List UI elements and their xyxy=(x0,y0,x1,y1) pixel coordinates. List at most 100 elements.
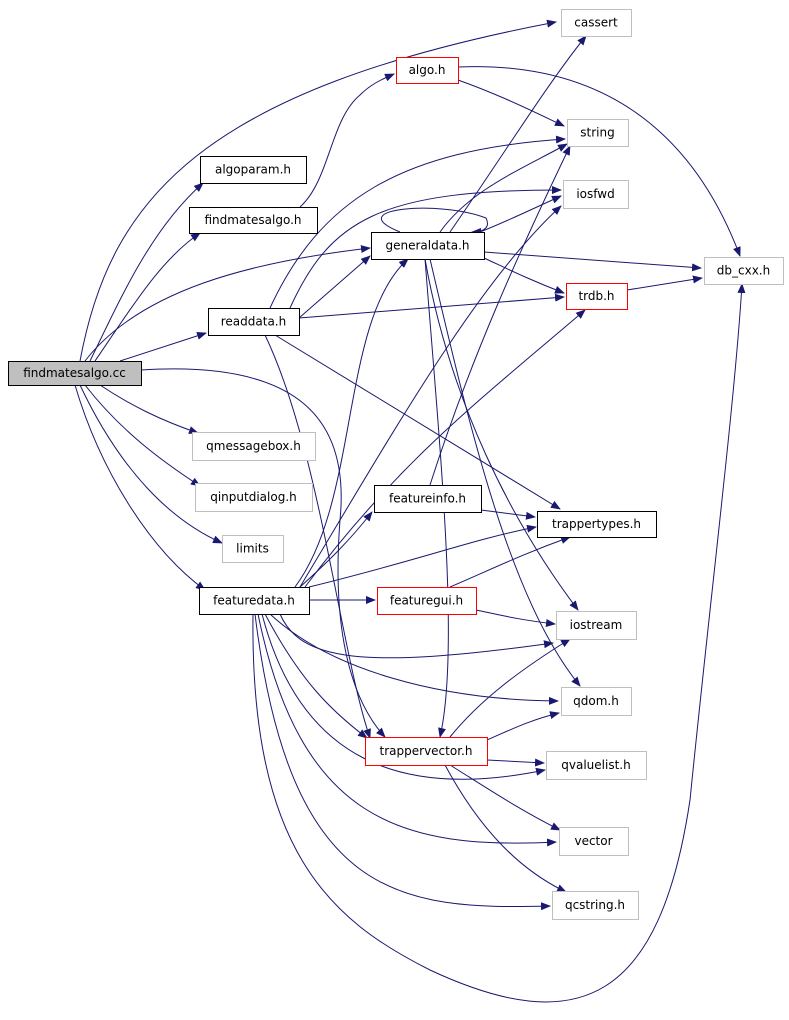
edge-algo-h-to-string xyxy=(457,79,565,127)
edge-featuregui-h-to-trappertypes-h xyxy=(449,536,571,588)
node-iosfwd: iosfwd xyxy=(563,180,629,209)
node-layer: findmatesalgo.cc cassert algo.h string algop… xyxy=(8,9,784,920)
edge-featuredata-h-to-iostream xyxy=(279,613,554,659)
edge-generaldata-h-to-generaldata-h xyxy=(380,207,488,236)
edge-featuredata-h-to-qcstring-h xyxy=(254,613,551,911)
node-label: qcstring.h xyxy=(565,898,625,912)
node-algo-h[interactable]: algo.h xyxy=(396,57,459,84)
edge-findmatesalgo-cc-to-cassert xyxy=(79,19,557,362)
edge-algo-h-to-db-cxx-h xyxy=(457,66,741,257)
node-label: featuredata.h xyxy=(213,594,295,608)
edge-generaldata-h-to-trdb-h xyxy=(483,257,565,294)
edge-generaldata-h-to-trappervector-h xyxy=(424,258,449,738)
node-readdata-h[interactable]: readdata.h xyxy=(208,308,300,336)
node-vector: vector xyxy=(559,827,629,856)
edge-generaldata-h-to-iostream xyxy=(424,258,579,611)
node-label: trappertypes.h xyxy=(552,517,641,531)
edge-trappervector-h-to-iostream xyxy=(449,638,571,738)
node-box xyxy=(563,180,629,209)
edge-featuredata-h-to-qdom-h xyxy=(269,613,559,705)
node-findmatesalgo-h[interactable]: findmatesalgo.h xyxy=(189,207,318,234)
edge-trdb-h-to-db-cxx-h xyxy=(626,275,703,291)
edge-featuregui-h-to-iostream xyxy=(475,609,556,627)
node-label: algoparam.h xyxy=(215,163,291,177)
node-box xyxy=(189,207,318,234)
node-label: qdom.h xyxy=(573,694,619,708)
node-qmessagebox-h: qmessagebox.h xyxy=(192,432,316,461)
edge-generaldata-h-to-db-cxx-h xyxy=(483,251,702,272)
edge-trappervector-h-to-vector xyxy=(449,764,561,831)
node-qcstring-h: qcstring.h xyxy=(552,891,639,920)
node-label: cassert xyxy=(574,16,618,30)
node-label: findmatesalgo.cc xyxy=(23,366,126,380)
node-label: string xyxy=(580,126,614,140)
edge-featuredata-h-to-trdb-h xyxy=(304,309,586,588)
node-qinputdialog-h: qinputdialog.h xyxy=(195,483,313,512)
node-label: findmatesalgo.h xyxy=(204,213,301,227)
edge-featuredata-h-to-vector xyxy=(257,613,557,847)
node-box xyxy=(561,9,632,37)
edge-featuredata-h-to-iosfwd xyxy=(299,205,562,588)
node-featuregui-h[interactable]: featuregui.h xyxy=(377,587,477,615)
node-trappertypes-h[interactable]: trappertypes.h xyxy=(537,511,657,538)
edge-findmatesalgo-cc-to-qmessagebox-h xyxy=(99,384,199,434)
node-qdom-h: qdom.h xyxy=(561,687,632,716)
edge-featuredata-h-to-trappervector-h xyxy=(264,613,368,739)
node-label: qinputdialog.h xyxy=(210,490,297,504)
edge-featuredata-h-to-db-cxx-h xyxy=(252,283,746,1003)
edge-findmatesalgo-cc-to-qinputdialog-h xyxy=(84,384,201,487)
node-label: featureinfo.h xyxy=(389,492,466,506)
node-label: readdata.h xyxy=(221,315,286,329)
node-label: iostream xyxy=(570,618,623,632)
node-label: trdb.h xyxy=(578,289,614,303)
node-box xyxy=(365,737,488,766)
edge-featuredata-h-to-trappertypes-h xyxy=(308,524,537,588)
node-label: qmessagebox.h xyxy=(206,439,301,453)
node-label: generaldata.h xyxy=(385,239,469,253)
node-cassert: cassert xyxy=(561,9,632,37)
node-box xyxy=(556,611,637,640)
node-trdb-h[interactable]: trdb.h xyxy=(566,283,628,310)
node-box xyxy=(561,687,632,716)
node-box xyxy=(566,283,628,310)
node-box xyxy=(374,485,482,513)
edge-featureinfo-h-to-string xyxy=(429,145,571,486)
node-box xyxy=(396,57,459,84)
node-box xyxy=(222,535,284,563)
node-qvaluelist-h: qvaluelist.h xyxy=(546,751,647,780)
node-box xyxy=(208,308,300,336)
node-label: qvaluelist.h xyxy=(561,758,630,772)
node-generaldata-h[interactable]: generaldata.h xyxy=(371,232,485,260)
edge-trappervector-h-to-qcstring-h xyxy=(444,764,567,893)
node-box xyxy=(200,156,307,184)
node-label: algo.h xyxy=(409,63,446,77)
node-label: db_cxx.h xyxy=(717,264,770,278)
node-label: vector xyxy=(574,834,612,848)
node-box xyxy=(559,827,629,856)
node-box xyxy=(377,587,477,615)
edge-readdata-h-to-iosfwd xyxy=(289,186,562,309)
edge-featuredata-h-to-qvaluelist-h xyxy=(261,613,546,780)
node-db-cxx-h: db_cxx.h xyxy=(704,257,784,285)
node-box xyxy=(537,511,657,538)
node-featuredata-h[interactable]: featuredata.h xyxy=(199,587,310,615)
node-box xyxy=(704,257,784,285)
edge-trappervector-h-to-qvaluelist-h xyxy=(486,758,545,767)
node-trappervector-h[interactable]: trappervector.h xyxy=(365,737,488,766)
edge-layer xyxy=(74,19,746,1003)
node-box xyxy=(567,119,629,147)
node-box xyxy=(546,751,647,780)
edge-findmatesalgo-h-to-algo-h xyxy=(299,73,395,208)
edge-featuredata-h-to-featureinfo-h xyxy=(299,511,373,588)
edge-readdata-h-to-string xyxy=(269,135,566,309)
edge-findmatesalgo-cc-to-findmatesalgo-h xyxy=(94,232,201,362)
edge-featuredata-h-to-generaldata-h xyxy=(294,258,409,588)
node-box xyxy=(199,587,310,615)
node-featureinfo-h[interactable]: featureinfo.h xyxy=(374,485,482,513)
node-iostream: iostream xyxy=(556,611,637,640)
node-label: featuregui.h xyxy=(390,594,463,608)
node-algoparam-h[interactable]: algoparam.h xyxy=(200,156,307,184)
node-limits: limits xyxy=(222,535,284,563)
node-findmatesalgo-cc[interactable]: findmatesalgo.cc xyxy=(8,361,142,386)
